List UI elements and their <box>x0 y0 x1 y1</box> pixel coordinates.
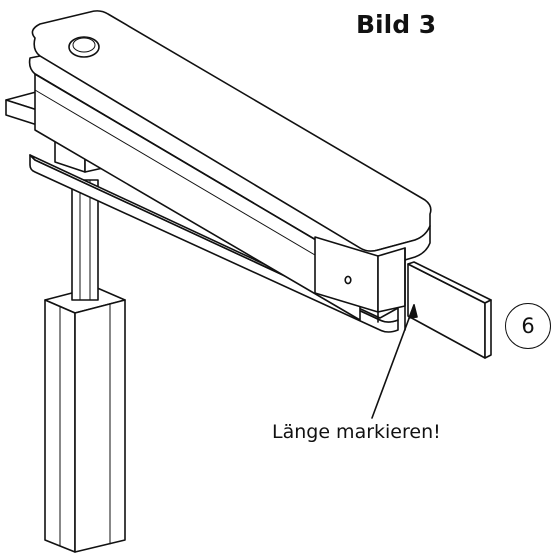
support-post <box>44 286 126 553</box>
screw-hole <box>344 275 352 285</box>
vertical-rod <box>71 179 99 301</box>
sliding-blade <box>407 261 492 359</box>
knob <box>68 36 100 58</box>
callout-label: Länge markieren! <box>272 421 441 443</box>
main-beam <box>28 10 432 321</box>
step-number: 6 <box>521 314 535 338</box>
callout-leader <box>371 304 418 419</box>
guide-block <box>314 236 406 331</box>
figure-title: Bild 3 <box>356 10 437 39</box>
step-number-badge: 6 <box>505 303 551 349</box>
